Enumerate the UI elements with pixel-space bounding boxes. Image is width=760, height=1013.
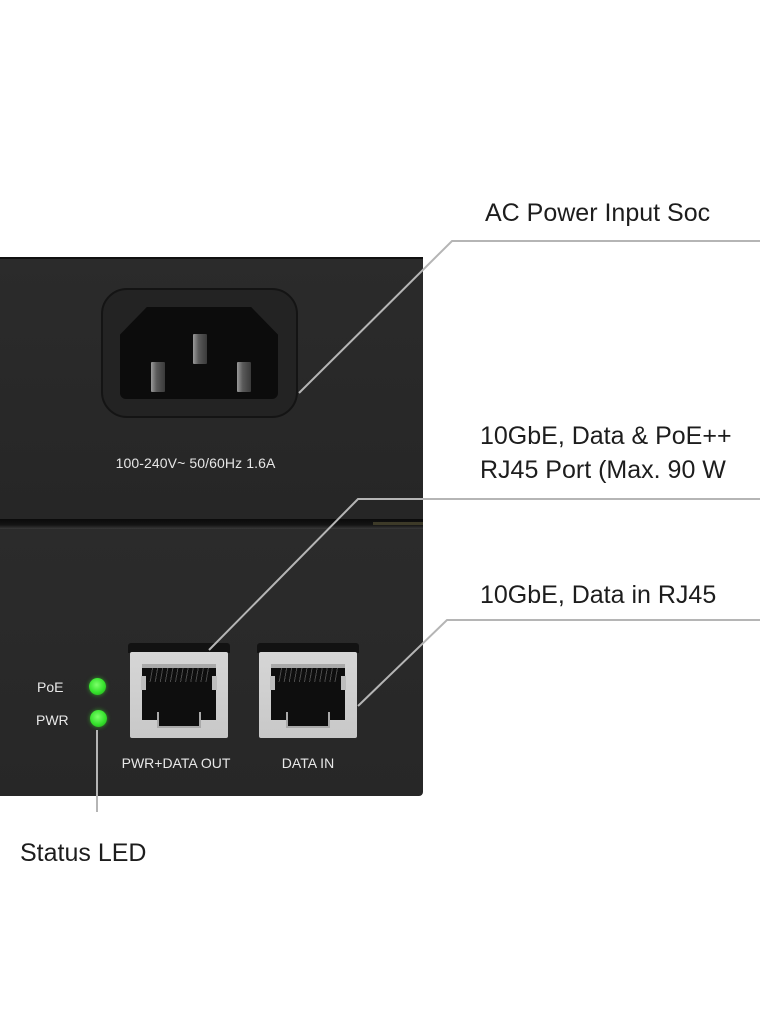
port-clip-icon [212,676,217,690]
port-label-pwr-data-out: PWR+DATA OUT [121,755,231,771]
port-label-data-in: DATA IN [281,755,335,771]
port-frame [130,652,228,738]
callout-poe-out-line2: RJ45 Port (Max. 90 W [480,456,726,484]
leader-line-ac-input [298,240,760,394]
power-rating-label: 100-240V~ 50/60Hz 1.6A [115,455,276,471]
port-key-slot [157,712,201,728]
ac-pin-left-icon [151,362,165,392]
callout-data-in: 10GbE, Data in RJ45 [480,581,717,609]
device-seam [0,519,423,529]
port-clip-icon [141,676,146,690]
ac-pin-right-icon [237,362,251,392]
port-frame [259,652,357,738]
callout-ac-power-input: AC Power Input Soc [485,199,711,227]
callout-status-led: Status LED [20,839,147,867]
leader-line-data-in [357,619,760,707]
led-label-poe: PoE [37,679,64,695]
callout-poe-out-line1: 10GbE, Data & PoE++ [480,422,732,450]
port-key-slot [286,712,330,728]
port-lip [257,643,359,653]
port-lip [128,643,230,653]
poe-led-icon [89,678,106,695]
leader-line-poe-out [208,498,760,651]
rj45-port-data-in [257,643,359,739]
port-clip-icon [270,676,275,690]
port-contacts-icon [148,668,210,682]
port-clip-icon [341,676,346,690]
pwr-led-icon [90,710,107,727]
rj45-port-pwr-data-out [128,643,230,739]
port-contacts-icon [277,668,339,682]
led-label-pwr: PWR [36,712,69,728]
ac-pin-earth-icon [193,334,207,364]
